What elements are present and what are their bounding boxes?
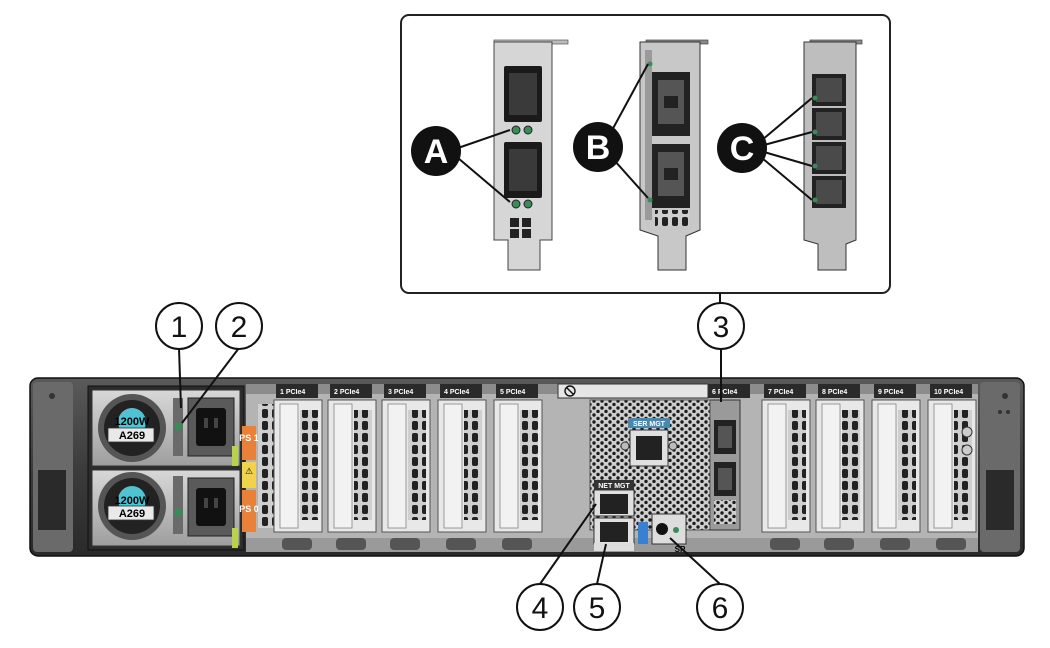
psu-1-model: A269 <box>119 430 145 442</box>
callout-5: 5 <box>573 583 621 631</box>
callout-2: 2 <box>215 302 263 350</box>
number-leader-lines <box>178 347 722 585</box>
callout-4: 4 <box>516 583 564 631</box>
pcie-slot-7-label: 7 PCIe4 <box>768 389 793 396</box>
warning-icon: ⚠ <box>245 466 253 476</box>
ps1-tag: PS 1 <box>239 433 259 443</box>
callout-6: 6 <box>696 583 744 631</box>
usb-port <box>638 522 648 544</box>
psu-1-ac-inlet <box>196 408 226 446</box>
ps0-tag: PS 0 <box>239 504 259 514</box>
callout-3-label: 3 <box>713 311 730 344</box>
pcie-slot-8-label: 8 PCIe4 <box>822 389 847 396</box>
pcie-slot-4: 4 PCIe4 <box>437 384 487 550</box>
ser-mgt-port <box>636 436 662 460</box>
sp-label: SP <box>675 545 686 554</box>
psu-0-ac-inlet <box>196 488 226 526</box>
pcie-slot-7: 7 PCIe4 <box>761 384 811 550</box>
callout-6-label: 6 <box>712 592 729 625</box>
card-b-dual-port-rj45 <box>639 39 709 271</box>
callout-1: 1 <box>155 302 203 350</box>
letter-callout-c: C <box>717 123 767 173</box>
letter-a-label: A <box>424 133 449 171</box>
no-entry-icon <box>564 385 576 397</box>
pcie-slot-8: 8 PCIe4 <box>815 384 865 550</box>
net-mgt-port <box>600 494 628 514</box>
pcie-slots: 1 PCIe4 2 PCIe4 3 PCIe4 4 PCIe4 5 PCIe4 6 PCI… <box>258 384 977 550</box>
pcie-slot-6-label: 6 PCIe4 <box>712 389 737 396</box>
callout-3: 3 <box>697 302 745 350</box>
pcie-slot-9-label: 9 PCIe4 <box>878 389 903 396</box>
letter-callout-b: B <box>573 122 623 172</box>
pcie-slot-9: 9 PCIe4 <box>871 384 921 550</box>
letter-callout-a: A <box>411 126 461 176</box>
pcie-slot-4-label: 4 PCIe4 <box>444 389 469 396</box>
callout-1-label: 1 <box>171 311 188 344</box>
slot-6-card <box>709 399 741 531</box>
callout-5-label: 5 <box>589 592 606 625</box>
pcie-slot-5: 5 PCIe4 <box>493 384 543 550</box>
ser-mgt-label: SER MGT <box>633 421 666 428</box>
net-mgt-label: NET MGT <box>598 483 630 490</box>
pcie-slot-3-label: 3 PCIe4 <box>388 389 413 396</box>
psu-1-status-led <box>174 422 182 430</box>
pcie-slot-3: 3 PCIe4 <box>381 384 431 550</box>
letter-leader-lines <box>457 63 813 203</box>
psu-0-model: A269 <box>119 508 145 520</box>
letter-b-label: B <box>586 129 611 167</box>
pcie-slot-10-label: 10 PCIe4 <box>934 389 963 396</box>
pcie-slot-1-label: 1 PCIe4 <box>280 389 305 396</box>
power-supply-0: 1200W A269 <box>91 469 241 548</box>
pcie-slot-2: 2 PCIe4 <box>327 384 377 550</box>
pcie-slot-6: 6 PCIe4 <box>708 384 750 398</box>
sp-button <box>656 523 668 535</box>
pcie-slot-2-label: 2 PCIe4 <box>334 389 359 396</box>
management-panel: SER MGT NET MGT SP <box>557 383 711 554</box>
ps-tags: PS 1 ⚠ PS 0 <box>239 426 259 532</box>
card-a-dual-port-sfp <box>493 39 569 271</box>
pcie-slot-1: 1 PCIe4 <box>273 384 323 550</box>
pcie-slot-5-label: 5 PCIe4 <box>500 389 525 396</box>
left-vent <box>258 404 274 528</box>
sp-led <box>673 527 679 533</box>
power-supply-1: 1200W A269 <box>91 389 241 467</box>
callout-2-label: 2 <box>231 311 248 344</box>
callout-4-label: 4 <box>532 592 549 625</box>
pcie-slot-10: 10 PCIe4 <box>927 384 977 550</box>
serial-port <box>600 522 628 542</box>
psu-0-status-led <box>174 508 182 516</box>
psu-1-watt: 1200W <box>115 416 150 428</box>
psu-0-watt: 1200W <box>115 495 150 507</box>
letter-c-label: C <box>730 130 755 168</box>
card-c-quad-port <box>803 39 863 271</box>
